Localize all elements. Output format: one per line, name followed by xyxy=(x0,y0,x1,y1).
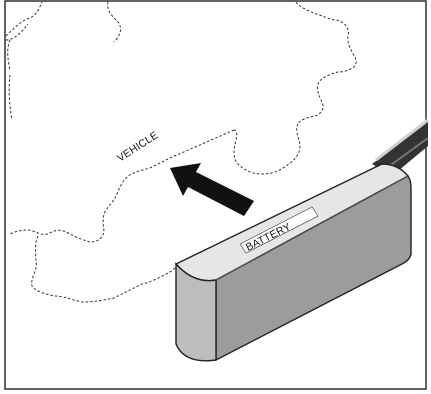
vehicle-outline-upper xyxy=(5,1,357,175)
arrow-up-left-icon xyxy=(170,163,254,216)
battery-block xyxy=(174,163,412,362)
battery-side-face xyxy=(215,175,412,362)
figure-frame xyxy=(4,0,427,390)
battery-front-face xyxy=(175,262,217,362)
battery-label-plate xyxy=(239,206,319,254)
vehicle-outline xyxy=(5,1,357,303)
vehicle-label: VEHICLE xyxy=(115,129,160,164)
vehicle-outline-lower xyxy=(9,129,235,303)
